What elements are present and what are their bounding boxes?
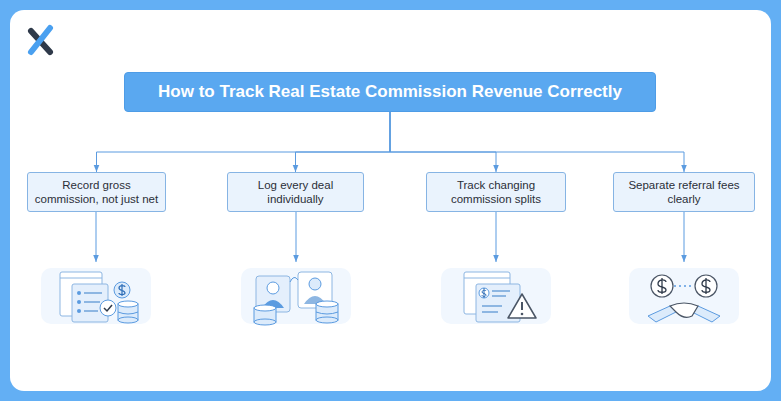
- split-warning-illustration: [482, 288, 486, 298]
- document-check-illustration: [60, 278, 102, 279]
- document-check-illustration: [104, 305, 112, 311]
- people-database-illustration: [254, 319, 276, 325]
- referral-handshake-illustration: [674, 285, 694, 287]
- split-warning-illustration: [464, 278, 510, 279]
- people-database-illustration: [316, 312, 338, 314]
- step-text: Record gross commission, not just net: [33, 178, 160, 206]
- step-text: Separate referral fees clearly: [619, 178, 749, 206]
- referral-handshake-illustration: [702, 278, 710, 294]
- split-warning-illustration: [482, 305, 502, 307]
- people-database-illustration: [316, 301, 338, 307]
- document-check-illustration: [84, 310, 98, 312]
- document-check-illustration: [77, 291, 81, 295]
- split-warning-illustration: [521, 313, 524, 316]
- document-check-illustration: [118, 301, 138, 307]
- document-check-illustration: [118, 317, 138, 323]
- branch-connector: [390, 112, 496, 172]
- referral-handshake-illustration: [629, 268, 739, 324]
- brand-logo: [31, 28, 50, 52]
- referral-handshake-illustration: [629, 268, 739, 324]
- people-database-illustration: [316, 317, 338, 323]
- step-box: Track changing commission splits: [426, 172, 566, 212]
- leader-arrows: [296, 212, 297, 262]
- step-box: Record gross commission, not just net: [27, 172, 166, 212]
- leader-arrows: [96, 212, 97, 262]
- split-warning-illustration: [441, 268, 551, 324]
- branch-connector: [390, 112, 684, 172]
- branch-connector: [97, 112, 391, 172]
- people-database-illustration: [290, 277, 298, 282]
- people-database-illustration: [267, 282, 279, 294]
- document-check-illustration: [84, 301, 100, 303]
- document-check-illustration: [77, 309, 81, 313]
- people-database-illustration: [241, 268, 351, 325]
- document-check-illustration: [77, 300, 81, 304]
- document-check-illustration: [118, 312, 138, 314]
- document-check-illustration: [119, 284, 125, 296]
- referral-handshake-illustration: [651, 275, 673, 297]
- leader-arrows: [684, 212, 685, 262]
- brand-logo: [31, 28, 50, 52]
- step-text: Log every deal individually: [233, 178, 358, 206]
- document-check-illustration: [84, 292, 102, 294]
- split-warning-illustration: [508, 294, 536, 318]
- title-text: How to Track Real Estate Commission Reve…: [158, 82, 622, 102]
- step-box: Log every deal individually: [227, 172, 364, 212]
- split-warning-illustration: [482, 311, 498, 313]
- referral-handshake-illustration: [695, 275, 717, 297]
- leader-arrows: [496, 212, 497, 262]
- split-warning-illustration: [479, 288, 489, 298]
- split-warning-illustration: [441, 268, 551, 324]
- people-database-illustration: [241, 268, 351, 324]
- people-database-illustration: [309, 278, 321, 290]
- step-text: Track changing commission splits: [432, 178, 560, 206]
- document-check-illustration: [41, 268, 151, 324]
- referral-handshake-illustration: [670, 303, 698, 317]
- step-box: Separate referral fees clearly: [613, 172, 755, 212]
- document-check-illustration: [114, 282, 130, 298]
- white-card: [10, 10, 771, 391]
- people-database-illustration: [254, 305, 276, 311]
- split-warning-illustration: [492, 290, 510, 292]
- title-box: How to Track Real Estate Commission Reve…: [124, 72, 656, 112]
- leader-arrows: [96, 212, 684, 262]
- split-warning-illustration: [521, 302, 523, 310]
- split-warning-illustration: [492, 295, 506, 297]
- document-check-illustration: [41, 268, 151, 324]
- branch-connector: [296, 112, 391, 172]
- document-check-illustration: [100, 300, 116, 316]
- referral-handshake-illustration: [658, 278, 666, 294]
